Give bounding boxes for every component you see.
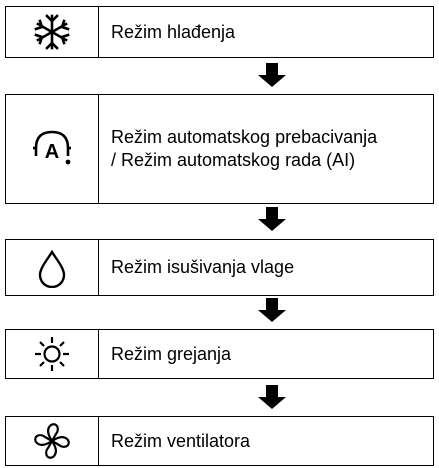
auto-mode-icon: A [33, 130, 71, 165]
mode-label: Režim isušivanja vlage [111, 257, 295, 277]
mode-label: Režim automatskog prebacivanja / Režim a… [99, 95, 433, 203]
mode-icon-cell [6, 240, 99, 295]
mode-row-cooling: Režim hlađenja [5, 6, 434, 58]
mode-row-auto: A Režim automatskog prebacivanja / Režim… [5, 94, 434, 204]
mode-icon-cell [6, 330, 99, 378]
mode-icon-cell [6, 7, 99, 57]
mode-label-line: / Režim automatskog rada (AI) [111, 150, 356, 170]
sun-icon [35, 337, 69, 371]
mode-label-line: Režim automatskog prebacivanja [111, 127, 378, 147]
mode-row-dry: Režim isušivanja vlage [5, 239, 434, 296]
fan-icon [34, 423, 70, 459]
water-drop-icon [38, 249, 66, 288]
mode-label: Režim grejanja [111, 343, 232, 364]
mode-row-heat: Režim grejanja [5, 329, 434, 379]
mode-icon-cell: A [6, 95, 99, 203]
down-arrow-icon [258, 298, 286, 322]
down-arrow-icon [258, 63, 286, 87]
mode-icon-cell [6, 417, 99, 465]
auto-mode-icon-letter: A [45, 141, 59, 163]
down-arrow-icon [258, 385, 286, 409]
mode-label: Režim hlađenja [111, 21, 236, 42]
mode-row-fan: Režim ventilatora [5, 416, 434, 466]
mode-label: Režim ventilatora [111, 430, 251, 451]
down-arrow-icon [258, 207, 286, 231]
snowflake-icon [34, 14, 70, 50]
